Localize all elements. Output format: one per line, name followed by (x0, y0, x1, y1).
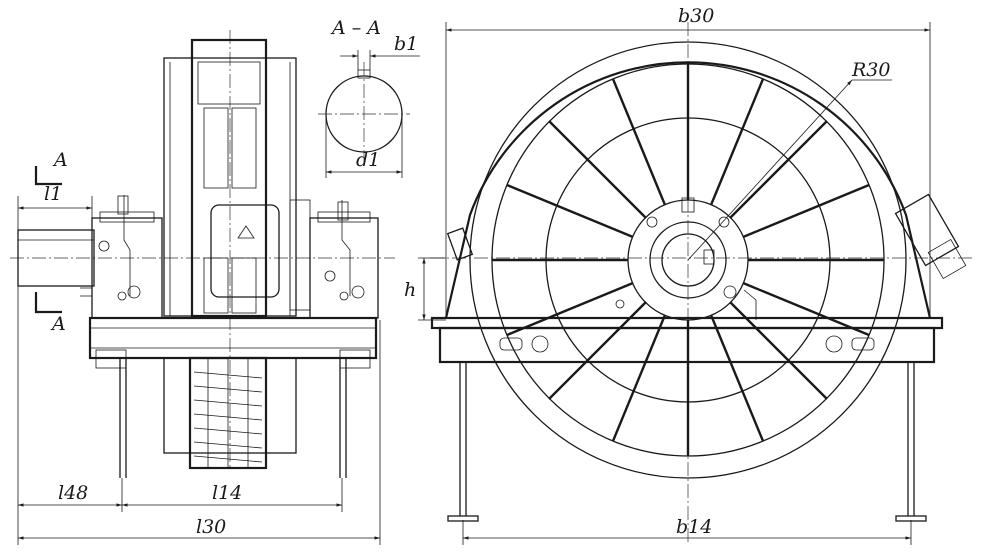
dim-b14-label: b14 (676, 516, 712, 538)
dimension-d1: d1 (325, 114, 403, 178)
dim-l30-label: l30 (196, 516, 226, 538)
dimension-l1: l1 (17, 183, 93, 230)
anchor-bolts (119, 358, 347, 478)
side-view: A A l1 l48 l14 l30 (10, 30, 395, 545)
dimension-h: h (404, 257, 446, 321)
outer-casing (444, 61, 932, 319)
dimension-b1: b1 (340, 33, 420, 70)
base-frame (88, 316, 378, 369)
dimension-b14: b14 (462, 516, 912, 545)
dim-l1-label: l1 (44, 183, 62, 205)
rim-outer (469, 41, 907, 479)
dimension-bottom-side: l48 l14 l30 (17, 286, 381, 545)
section-a-a: A – A b1 d1 (318, 17, 420, 178)
spokes (492, 64, 884, 456)
front-anchor-bolts (447, 362, 927, 522)
section-a-top-label: A (52, 149, 68, 171)
hub (615, 197, 757, 320)
section-a-bottom-label: A (50, 313, 66, 335)
dim-r30-label: R30 (851, 59, 890, 81)
section-title: A – A (330, 17, 381, 39)
dim-h-label: h (404, 279, 416, 301)
dimension-b30: b30 (445, 5, 931, 318)
shaft-left (17, 229, 95, 287)
front-base-frame (430, 316, 944, 364)
dim-d1-label: d1 (356, 149, 380, 171)
dim-l48-label: l48 (58, 482, 88, 504)
gearbox-right (309, 200, 379, 319)
drum-housing (163, 38, 297, 318)
section-mark-a: A A (34, 149, 68, 335)
right-terminal-box (894, 193, 967, 280)
dim-l14-label: l14 (212, 482, 242, 504)
dim-b30-label: b30 (678, 5, 714, 27)
left-sensor (446, 227, 474, 261)
motor-terminal-box (210, 199, 311, 311)
dim-b1-label: b1 (394, 33, 418, 55)
dimension-r30: R30 (687, 59, 892, 261)
front-view: b30 R30 h b14 (404, 5, 975, 545)
